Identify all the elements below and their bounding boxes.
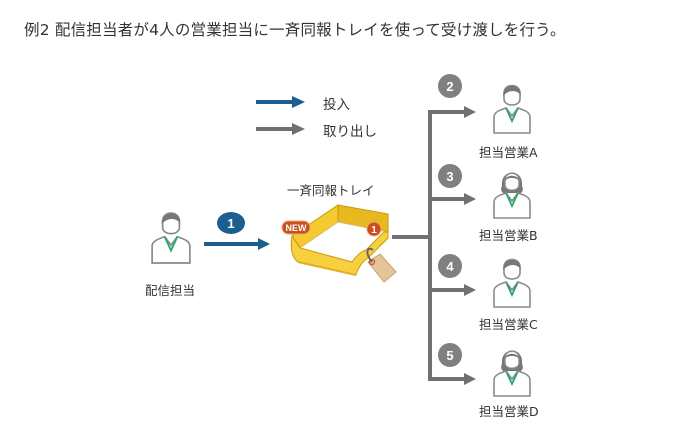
recipient-label-a: 担当営業A bbox=[479, 145, 538, 160]
person-female-icon bbox=[493, 171, 531, 219]
recipient-label-c: 担当営業C bbox=[479, 317, 538, 332]
legend-label-input: 投入 bbox=[323, 97, 350, 113]
svg-text:3: 3 bbox=[446, 169, 453, 184]
person-male-icon bbox=[151, 212, 191, 264]
step-badge-4: 4 bbox=[438, 254, 462, 278]
count-badge: 1 bbox=[366, 221, 382, 237]
svg-text:1: 1 bbox=[227, 216, 234, 231]
svg-text:1: 1 bbox=[371, 225, 377, 236]
step-badge-1: 1 bbox=[217, 212, 245, 234]
tray-label: 一斉同報トレイ bbox=[287, 183, 375, 198]
legend-label-output: 取り出し bbox=[323, 124, 377, 140]
output-arrow-c bbox=[430, 284, 476, 296]
output-arrow-a bbox=[428, 106, 476, 118]
svg-text:NEW: NEW bbox=[286, 223, 308, 233]
input-arrow bbox=[204, 238, 270, 250]
output-arrow-d bbox=[428, 373, 476, 385]
tag-icon bbox=[366, 247, 397, 283]
recipient-label-b: 担当営業B bbox=[479, 228, 538, 243]
page-title: 例2 配信担当者が4人の営業担当に一斉同報トレイを使って受け渡しを行う。 bbox=[24, 21, 566, 39]
person-male-icon bbox=[493, 258, 531, 308]
svg-text:4: 4 bbox=[446, 259, 454, 274]
new-badge: NEW bbox=[281, 220, 311, 235]
step-badge-3: 3 bbox=[438, 164, 462, 188]
person-female-icon bbox=[493, 349, 531, 397]
legend-arrow-input bbox=[256, 96, 305, 108]
sender-label: 配信担当 bbox=[145, 283, 196, 298]
recipient-label-d: 担当営業D bbox=[479, 404, 539, 419]
step-badge-2: 2 bbox=[438, 74, 462, 98]
output-connector bbox=[392, 112, 432, 380]
output-arrow-b bbox=[430, 193, 476, 205]
step-badge-5: 5 bbox=[438, 343, 462, 367]
legend-arrow-output bbox=[256, 123, 305, 135]
inbox-tray-icon bbox=[290, 204, 390, 276]
svg-text:5: 5 bbox=[446, 348, 453, 363]
person-male-icon bbox=[493, 84, 531, 134]
svg-text:2: 2 bbox=[446, 79, 453, 94]
